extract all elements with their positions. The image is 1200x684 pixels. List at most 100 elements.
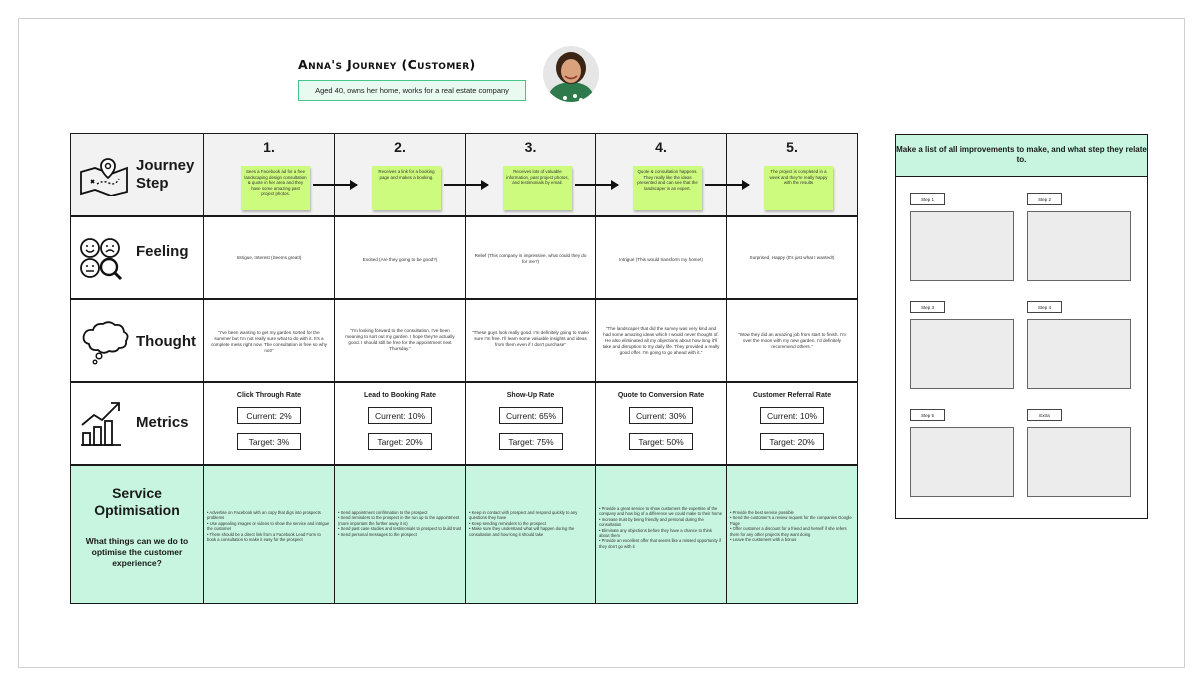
- improvement-box-step-2[interactable]: [1027, 211, 1131, 281]
- feeling-cell: Intrigue, Interest (Seems great!): [203, 216, 335, 299]
- metric-current: Current: 65%: [499, 407, 563, 424]
- service-list: • Provide a great service to show custom…: [599, 506, 723, 549]
- step-number: 2.: [394, 139, 406, 155]
- improvement-label-step-2: Step 2: [1027, 193, 1062, 205]
- thought-cell: "I've been wanting to get my garden sort…: [203, 299, 335, 382]
- metric-title: Click Through Rate: [236, 392, 302, 399]
- row-head-service: Service Optimisation What things can we …: [70, 465, 204, 604]
- sticky-note[interactable]: Quote & consultation happens. They reall…: [633, 166, 702, 210]
- service-list: • Send appointment confirmation to the p…: [338, 510, 462, 537]
- metric-target: Target: 3%: [237, 433, 301, 450]
- thought-text: "I've been wanting to get my garden sort…: [210, 330, 328, 353]
- row-label-feeling: Feeling: [136, 243, 189, 260]
- sticky-note[interactable]: Receives a link for a booking page and m…: [372, 166, 441, 210]
- service-cell: • Provide the best service possible • Se…: [726, 465, 858, 604]
- metrics-cell: Quote to Conversion Rate Current: 30% Ta…: [595, 382, 727, 465]
- row-head-feeling: Feeling: [70, 216, 204, 299]
- improvements-heading: Make a list of all improvements to make,…: [896, 135, 1147, 177]
- thought-cell: "The landscaper that did the survey was …: [595, 299, 727, 382]
- row-label-thought: Thought: [136, 333, 196, 350]
- service-list: • Provide the best service possible • Se…: [730, 510, 852, 543]
- metrics-cell: Show-Up Rate Current: 65% Target: 75%: [465, 382, 596, 465]
- feeling-cell: Intrigue (This would transform my home!): [595, 216, 727, 299]
- journey-map-board: Journey Step Feeling Thought: [70, 133, 858, 604]
- row-head-metrics: Metrics: [70, 382, 204, 465]
- metric-current: Current: 30%: [629, 407, 693, 424]
- persona-subtitle: Aged 40, owns her home, works for a real…: [298, 80, 526, 101]
- page-title: Anna's Journey (Customer): [298, 57, 476, 72]
- improvement-box-extra[interactable]: [1027, 427, 1131, 497]
- row-head-thought: Thought: [70, 299, 204, 382]
- improvement-label-step-3: Step 3: [910, 301, 945, 313]
- feeling-text: Relief (This company is impressive, what…: [474, 253, 587, 264]
- journey-step-5: 5. The project is completed in a week an…: [726, 133, 858, 216]
- feeling-text: Excited (Are they going to be good?): [362, 257, 438, 262]
- thought-cell: "Wow they did an amazing job from start …: [726, 299, 858, 382]
- service-list: • Keep in contact with prospect and resp…: [469, 510, 578, 537]
- improvement-label-step-1: Step 1: [910, 193, 945, 205]
- metric-title: Show-Up Rate: [506, 392, 555, 399]
- journey-step-2: 2. Receives a link for a booking page an…: [334, 133, 466, 216]
- row-label-journey: Journey Step: [136, 157, 195, 192]
- thought-cell: "I'm looking forward to the consultation…: [334, 299, 466, 382]
- metrics-cell: Customer Referral Rate Current: 10% Targ…: [726, 382, 858, 465]
- row-label-service: Service Optimisation: [94, 485, 180, 518]
- improvement-label-extra: Extra: [1027, 409, 1062, 421]
- service-cell: • Advertise on Facebook with an copy tha…: [203, 465, 335, 604]
- feeling-text: Intrigue, Interest (Seems great!): [236, 255, 302, 260]
- thought-cell: "These guys look really good. I'm defini…: [465, 299, 596, 382]
- thought-text: "Wow they did an amazing job from start …: [738, 332, 846, 349]
- avatar: [543, 46, 599, 102]
- journey-step-3: 3. Receives lots of valuable information…: [465, 133, 596, 216]
- service-cell: • Provide a great service to show custom…: [595, 465, 727, 604]
- improvement-label-step-4: Step 4: [1027, 301, 1062, 313]
- step-number: 1.: [263, 139, 275, 155]
- service-list: • Advertise on Facebook with an copy tha…: [207, 510, 330, 543]
- row-label-metrics: Metrics: [136, 414, 189, 431]
- thought-text: "The landscaper that did the survey was …: [602, 326, 720, 355]
- journey-step-4: 4. Quote & consultation happens. They re…: [595, 133, 727, 216]
- metrics-cell: Lead to Booking Rate Current: 10% Target…: [334, 382, 466, 465]
- improvement-box-step-3[interactable]: [910, 319, 1014, 389]
- arrow-right-icon: [705, 180, 750, 190]
- step-number: 5.: [786, 139, 798, 155]
- metric-title: Lead to Booking Rate: [364, 392, 436, 399]
- service-cell: • Keep in contact with prospect and resp…: [465, 465, 596, 604]
- metric-target: Target: 75%: [499, 433, 563, 450]
- feeling-text: Intrigue (This would transform my home!): [619, 257, 703, 262]
- map-pin-icon: [80, 158, 128, 196]
- step-number: 4.: [655, 139, 667, 155]
- journey-step-1: 1. Sees a Facebook ad for a free landsca…: [203, 133, 335, 216]
- metric-current: Current: 10%: [368, 407, 432, 424]
- improvement-box-step-1[interactable]: [910, 211, 1014, 281]
- improvement-box-step-4[interactable]: [1027, 319, 1131, 389]
- feeling-cell: Excited (Are they going to be good?): [334, 216, 466, 299]
- thought-text: "I'm looking forward to the consultation…: [345, 328, 455, 351]
- metric-current: Current: 2%: [237, 407, 301, 424]
- feeling-cell: Relief (This company is impressive, what…: [465, 216, 596, 299]
- step-number: 3.: [524, 139, 537, 155]
- metric-target: Target: 50%: [629, 433, 693, 450]
- metrics-cell: Click Through Rate Current: 2% Target: 3…: [203, 382, 335, 465]
- arrow-right-icon: [575, 180, 619, 190]
- arrow-right-icon: [313, 180, 358, 190]
- row-head-journey: Journey Step: [70, 133, 204, 216]
- sticky-note[interactable]: Sees a Facebook ad for a free landscapin…: [241, 166, 310, 210]
- emotions-icon: [80, 238, 123, 281]
- improvement-box-step-5[interactable]: [910, 427, 1014, 497]
- sticky-note[interactable]: Receives lots of valuable information, p…: [503, 166, 572, 210]
- feeling-text: Surprised, Happy (It's just what I wante…: [749, 255, 835, 260]
- sticky-note[interactable]: The project is completed in a week and t…: [764, 166, 833, 210]
- arrow-right-icon: [444, 180, 489, 190]
- metric-current: Current: 10%: [760, 407, 824, 424]
- growth-chart-icon: [81, 402, 121, 446]
- thought-text: "These guys look really good. I'm defini…: [472, 330, 589, 347]
- improvements-panel: Make a list of all improvements to make,…: [895, 134, 1148, 519]
- metric-title: Quote to Conversion Rate: [617, 392, 705, 399]
- service-question: What things can we do to optimise the cu…: [85, 536, 189, 568]
- metric-target: Target: 20%: [760, 433, 824, 450]
- feeling-cell: Surprised, Happy (It's just what I wante…: [726, 216, 858, 299]
- improvement-label-step-5: Step 5: [910, 409, 945, 421]
- metric-target: Target: 20%: [368, 433, 432, 450]
- service-cell: • Send appointment confirmation to the p…: [334, 465, 466, 604]
